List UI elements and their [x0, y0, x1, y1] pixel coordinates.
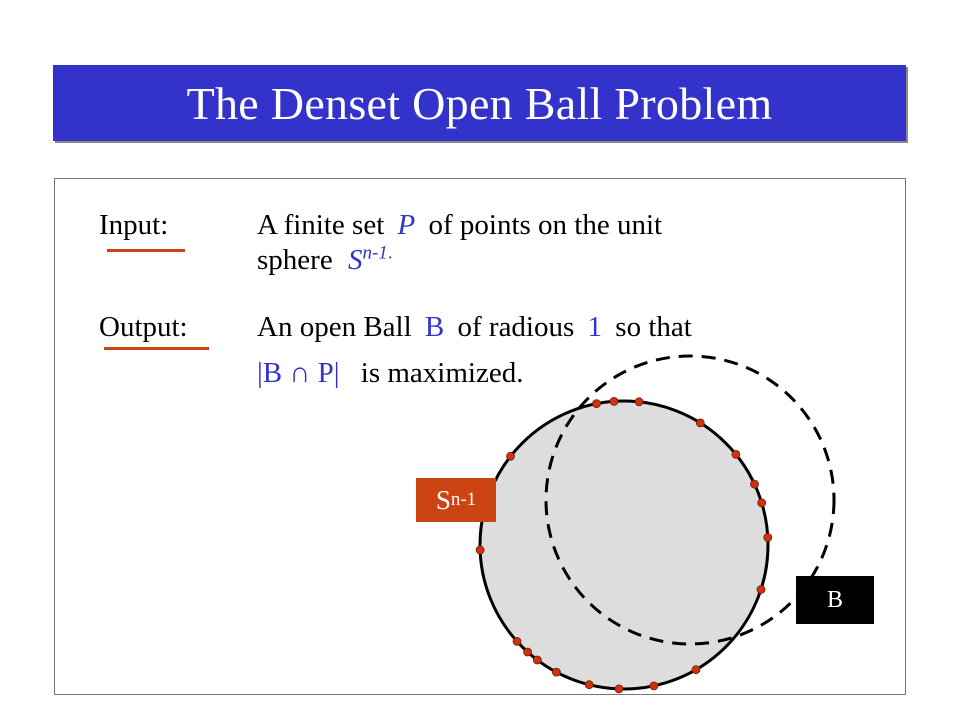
point-marker	[506, 451, 515, 461]
content-box	[54, 178, 906, 695]
ball-tag-label: B	[826, 586, 843, 613]
input-var-s: S	[347, 244, 363, 276]
input-underline	[107, 249, 185, 252]
point-marker	[763, 533, 773, 542]
ball-tag: B	[796, 576, 874, 624]
input-var-p: P	[397, 209, 416, 241]
output-text-a: An open Ball	[257, 311, 412, 343]
output-line-1: An open Ball B of radious 1 so that	[257, 311, 692, 344]
point-marker	[691, 665, 701, 675]
point-marker	[592, 399, 601, 409]
title-bar: The Denset Open Ball Problem	[53, 65, 906, 141]
output-var-b: B	[424, 311, 445, 343]
output-label: Output:	[99, 311, 188, 343]
point-marker	[634, 397, 644, 407]
input-period: .	[387, 242, 393, 264]
point-marker	[750, 479, 759, 489]
point-marker	[695, 418, 705, 428]
slide-title: The Denset Open Ball Problem	[186, 77, 773, 129]
output-var-1: 1	[587, 311, 603, 343]
input-text-a: A finite set	[257, 209, 385, 241]
point-marker	[731, 449, 741, 459]
point-marker	[532, 655, 542, 665]
input-line-1: A finite set P of points on the unit	[257, 209, 662, 242]
point-marker	[584, 680, 594, 690]
input-text-sphere: sphere	[257, 244, 333, 276]
point-marker	[552, 667, 561, 677]
point-marker	[523, 647, 532, 657]
point-marker	[649, 681, 659, 691]
input-text-b: of points on the unit	[428, 209, 663, 241]
point-marker	[756, 585, 766, 594]
sphere-tag-base: S	[435, 484, 451, 515]
input-line-2: sphere Sn-1.	[257, 242, 393, 277]
input-var-s-sup: n-1	[362, 242, 388, 264]
point-marker	[609, 396, 619, 406]
output-expr: |B ∩ P|	[257, 357, 340, 389]
point-marker	[475, 545, 485, 555]
unit-sphere	[478, 399, 770, 691]
point-marker	[757, 498, 767, 508]
point-marker	[614, 684, 624, 694]
point-marker	[512, 637, 522, 646]
output-text-e: so that	[615, 311, 692, 343]
output-line-2: |B ∩ P| is maximized.	[257, 357, 523, 390]
output-text-maximized: is maximized.	[360, 357, 524, 389]
output-text-c: of radious	[457, 311, 575, 343]
open-ball	[544, 354, 836, 646]
input-label: Input:	[99, 209, 169, 241]
output-underline	[104, 347, 209, 350]
